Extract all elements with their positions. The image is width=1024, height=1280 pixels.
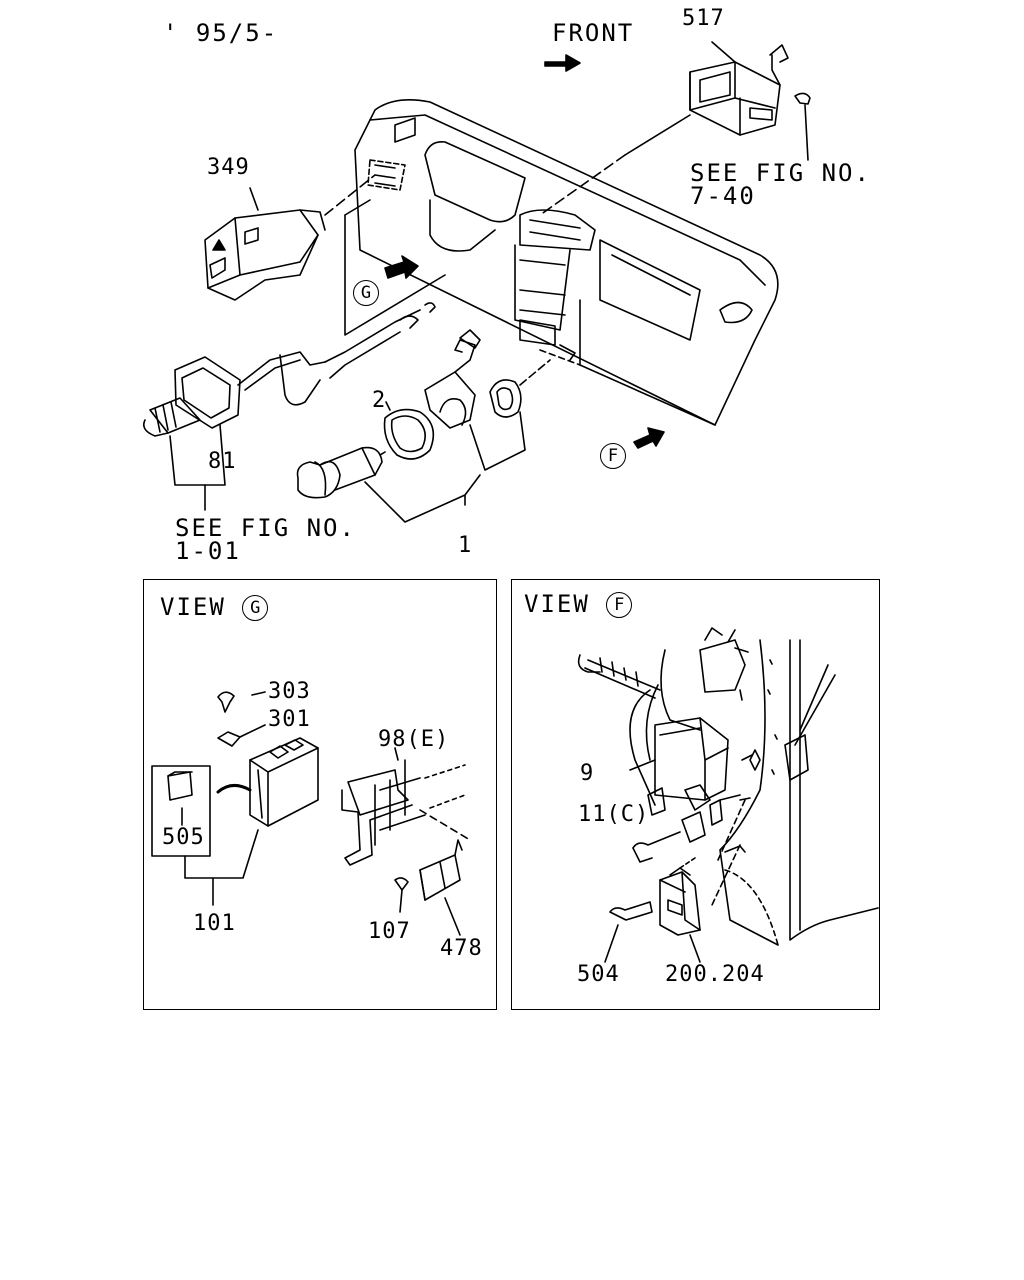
view-f-title-marker: F (606, 592, 633, 618)
dashboard-panel (354, 99, 779, 426)
see-fig-7-40-line2: 7-40 (690, 182, 756, 210)
front-arrow-icon (544, 54, 581, 72)
part-number-200-204: 200.204 (665, 962, 765, 987)
see-fig-1-01-line1: SEE FIG NO. (175, 514, 356, 542)
view-f-title: VIEW F (524, 590, 633, 618)
view-f-title-text: VIEW (524, 590, 590, 618)
part-number-9: 9 (580, 761, 595, 786)
part-number-303: 303 (268, 679, 311, 704)
part-number-2: 2 (372, 388, 387, 413)
view-g-frame (344, 214, 446, 336)
view-g-title-text: VIEW (160, 593, 226, 621)
part-number-349: 349 (207, 155, 250, 180)
part-number-478: 478 (440, 936, 483, 961)
part-number-107: 107 (368, 919, 411, 944)
part-number-101: 101 (193, 911, 236, 936)
part-number-301: 301 (268, 707, 311, 732)
part-number-504: 504 (577, 962, 620, 987)
see-fig-1-01-line2: 1-01 (175, 537, 241, 565)
part-number-98e: 98(E) (378, 727, 450, 752)
view-f-panel (511, 579, 880, 1010)
view-g-marker-letter: G (353, 280, 379, 306)
part-number-505: 505 (162, 825, 205, 850)
leader-517 (539, 154, 626, 216)
lighter-assembly (296, 329, 551, 523)
part-number-1: 1 (458, 533, 473, 558)
front-label: FRONT (552, 19, 635, 47)
cable-knob-81 (142, 302, 436, 511)
view-g-title: VIEW G (160, 593, 269, 621)
part-number-11c: 11(C) (578, 802, 650, 827)
part-number-81: 81 (208, 449, 237, 474)
view-f-marker: F (600, 443, 626, 469)
part-number-517: 517 (682, 6, 725, 31)
view-g-marker: G (353, 280, 379, 306)
see-fig-7-40-line1: SEE FIG NO. (690, 159, 871, 187)
relay-517 (624, 41, 811, 161)
switch-349 (204, 174, 376, 301)
view-f-marker-letter: F (600, 443, 626, 469)
view-f-drawing (577, 627, 879, 963)
view-g-panel (143, 579, 497, 1010)
view-g-title-marker: G (242, 595, 269, 621)
view-g-arrow-icon (384, 255, 419, 279)
date-code-label: ' 95/5- (163, 19, 279, 47)
view-g-drawing (151, 691, 471, 936)
view-f-arrow-icon (633, 427, 665, 449)
